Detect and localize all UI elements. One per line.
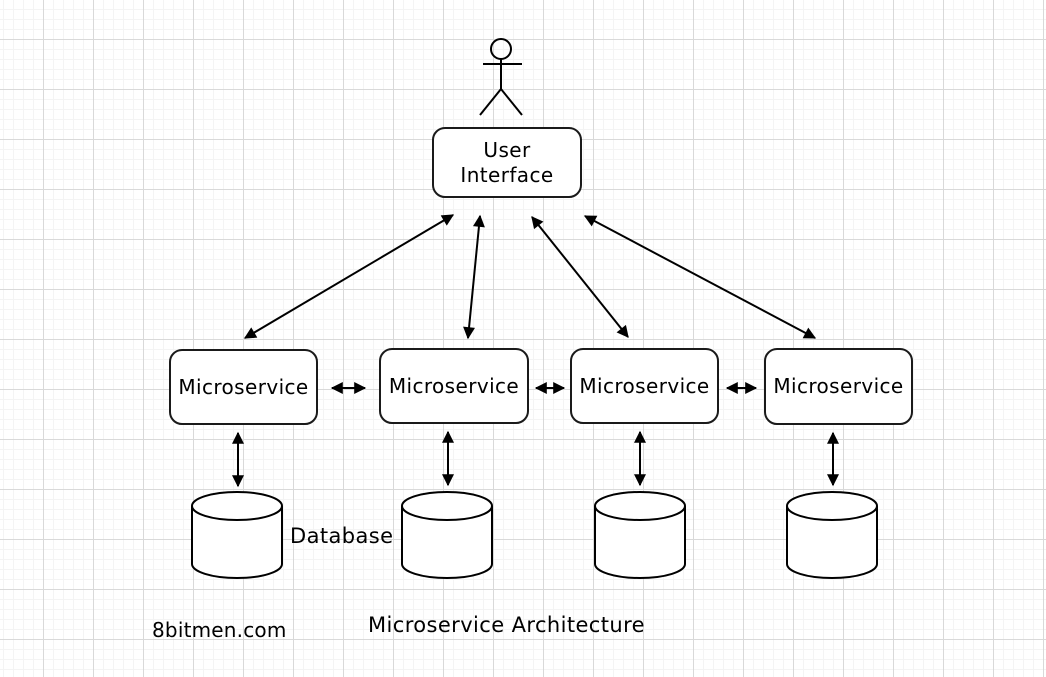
actor-head [490,38,512,60]
database-cylinder-icon [594,491,686,579]
watermark-text: 8bitmen.com [152,618,287,642]
user-interface-label: User Interface [460,138,553,187]
ui-ms1-arrow [243,214,455,339]
actor-right-leg [500,88,523,116]
user-interface-box: User Interface [432,127,582,198]
database-label: Database [290,524,394,548]
ui-ms3-arrow [531,216,629,338]
database-cylinder-icon [786,491,878,579]
microservice-label: Microservice [178,374,309,399]
microservice-label: Microservice [388,373,520,398]
microservice-label: Microservice [579,373,710,398]
microservice-box-1: Microservice [169,349,318,425]
microservice-label: Microservice [773,374,904,399]
user-interface-label-line1: User [483,138,531,163]
ui-ms4-arrow [583,215,817,339]
actor-left-leg [479,88,502,116]
microservice-box-4: Microservice [764,348,913,425]
diagram-title: Microservice Architecture [368,613,645,637]
database-cylinders [191,491,878,579]
ui-ms2-arrow [463,214,485,340]
stick-figure-user-icon [479,38,523,116]
microservice-box-2: Microservice [379,348,529,424]
microservice-db-arrows [232,430,839,488]
microservice-box-3: Microservice [570,348,719,424]
ui-to-microservice-arrows [243,214,817,340]
database-cylinder-icon [191,491,283,579]
database-cylinder-icon [401,491,493,579]
user-interface-label-line2: Interface [460,162,554,187]
